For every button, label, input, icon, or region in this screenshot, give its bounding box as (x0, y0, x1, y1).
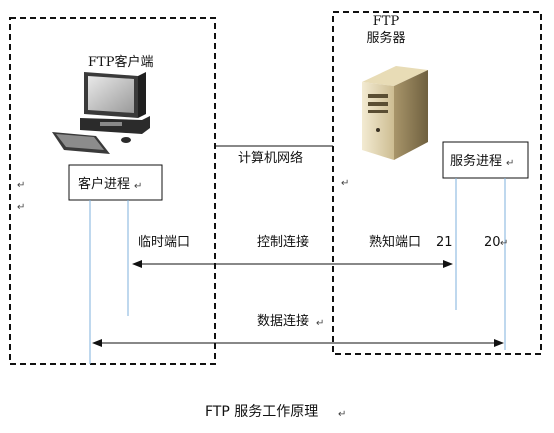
client-computer-icon (52, 72, 150, 154)
server-region (332, 11, 542, 355)
port-20-label: 20 (484, 235, 501, 250)
client-region (9, 17, 216, 365)
server-title-line2: 服务器 (366, 30, 405, 46)
port-21-label: 21 (436, 235, 453, 250)
diagram-caption: FTP 服务工作原理 (205, 404, 318, 420)
data-connection-return-mark: ↵ (316, 318, 324, 329)
server-process-box (442, 141, 529, 179)
client-process-box (68, 164, 163, 201)
caption-return-mark: ↵ (338, 409, 346, 420)
port-20-return-mark: ↵ (500, 238, 508, 249)
left-return-mark-1: ↵ (17, 180, 25, 191)
data-connection-label: 数据连接 (257, 313, 309, 329)
server-process-label: 服务进程 (450, 153, 502, 169)
server-left-return-mark: ↵ (341, 178, 349, 189)
temp-port-label: 临时端口 (138, 235, 190, 250)
server-icon (362, 66, 428, 160)
client-computer-label: FTP客户端 (88, 54, 153, 70)
client-process-label: 客户进程 (78, 176, 130, 192)
well-known-port-label: 熟知端口 (369, 234, 421, 250)
server-process-return-mark: ↵ (506, 158, 514, 169)
control-connection-label: 控制连接 (257, 234, 309, 250)
left-return-mark-2: ↵ (17, 202, 25, 213)
server-title-line1: FTP (373, 14, 400, 29)
network-label: 计算机网络 (238, 150, 303, 166)
client-process-return-mark: ↵ (134, 181, 142, 192)
